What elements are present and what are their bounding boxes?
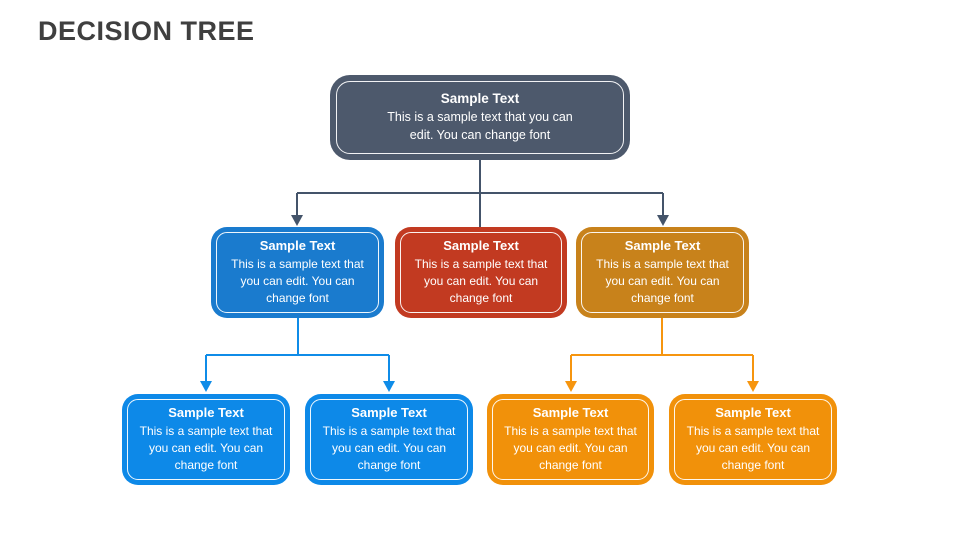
node-body-line: This is a sample text that	[686, 423, 820, 438]
node-title: Sample Text	[168, 404, 244, 420]
node-body-line: change font	[174, 458, 238, 473]
tree-node-level2-orange[interactable]: Sample Text This is a sample text that y…	[576, 227, 749, 318]
orange-branch-connector	[565, 318, 759, 392]
slide-title[interactable]: DECISION TREE	[38, 16, 255, 46]
node-title: Sample Text	[715, 404, 791, 420]
node-body-line: you can edit. You can	[148, 440, 264, 455]
node-title: Sample Text	[351, 404, 427, 420]
node-title: Sample Text	[443, 237, 519, 253]
arrow-down-icon	[383, 381, 395, 392]
node-body-line: This is a sample text that	[322, 423, 456, 438]
node-body-line: This is a sample text that	[414, 256, 548, 271]
node-body-line: you can edit. You can	[695, 440, 811, 455]
root-connector	[291, 160, 669, 228]
node-title: Sample Text	[440, 90, 520, 106]
node-title: Sample Text	[624, 237, 701, 253]
tree-node-level3-blue-2[interactable]: Sample Text This is a sample text that y…	[305, 394, 473, 485]
arrow-down-icon	[565, 381, 577, 392]
arrow-down-icon	[747, 381, 759, 392]
node-body-line: change font	[721, 458, 785, 473]
node-body-line: you can edit. You can	[331, 440, 447, 455]
tree-node-level3-orange-2[interactable]: Sample Text This is a sample text that y…	[669, 394, 837, 485]
node-body-line: change font	[266, 291, 329, 306]
tree-node-root[interactable]: Sample Text This is a sample text that y…	[330, 75, 630, 160]
node-body-line: This is a sample text that	[504, 423, 637, 438]
tree-node-level2-red[interactable]: Sample Text This is a sample text that y…	[395, 227, 567, 318]
node-body-line: change font	[449, 291, 513, 306]
tree-node-level3-orange-1[interactable]: Sample Text This is a sample text that y…	[487, 394, 654, 485]
node-body-line: you can edit. You can	[423, 273, 539, 288]
arrow-down-icon	[200, 381, 212, 392]
arrow-down-icon	[291, 215, 303, 226]
tree-node-level2-blue[interactable]: Sample Text This is a sample text that y…	[211, 227, 384, 318]
node-body-line: This is a sample text that	[596, 256, 729, 271]
node-body-line: This is a sample text that you can	[387, 109, 573, 124]
node-title: Sample Text	[259, 237, 336, 253]
node-body-line: This is a sample text that	[231, 256, 364, 271]
node-body-line: you can edit. You can	[513, 440, 628, 455]
node-body-line: This is a sample text that	[139, 423, 273, 438]
node-body-line: you can edit. You can	[240, 273, 355, 288]
node-body-line: change font	[631, 291, 694, 306]
blue-branch-connector	[200, 318, 395, 392]
node-body-line: change font	[357, 458, 421, 473]
node-title: Sample Text	[532, 404, 609, 420]
arrow-down-icon	[657, 215, 669, 226]
node-body-line: edit. You can change font	[409, 127, 551, 142]
tree-node-level3-blue-1[interactable]: Sample Text This is a sample text that y…	[122, 394, 290, 485]
node-body-line: change font	[539, 458, 602, 473]
node-body-line: you can edit. You can	[605, 273, 720, 288]
